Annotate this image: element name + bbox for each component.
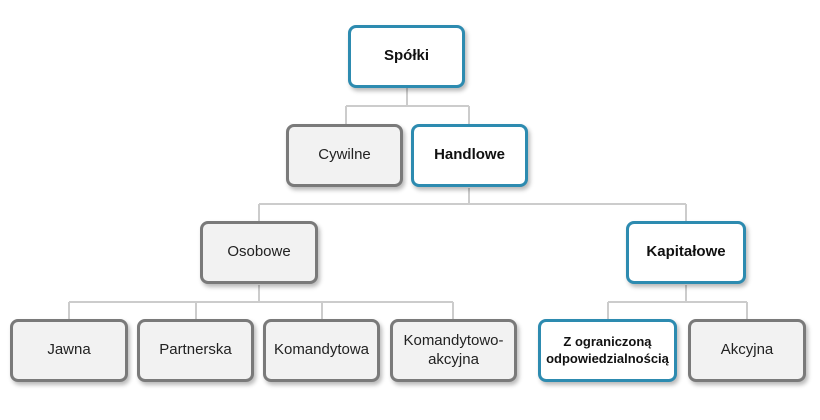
node-jawna-label: Jawna [47, 341, 91, 359]
node-spolki-label: Spółki [383, 47, 429, 65]
node-komandytowa-label: Komandytowa [273, 341, 370, 359]
node-komandytowo-akcyjna-line2: akcyjna [428, 350, 479, 368]
node-komandytowa: Komandytowa [263, 319, 380, 382]
node-partnerska-label: Partnerska [159, 341, 232, 359]
node-handlowe: Handlowe [411, 124, 528, 187]
node-komandytowo-akcyjna: Komandytowo- akcyjna [390, 319, 517, 382]
node-spolki: Spółki [348, 25, 465, 88]
node-zoo-line1: Z ograniczoną [563, 334, 652, 350]
node-komandytowo-akcyjna-line1: Komandytowo- [403, 331, 504, 349]
node-komandytowo-akcyjna-label: Komandytowo- akcyjna [403, 332, 503, 370]
node-jawna: Jawna [10, 319, 128, 382]
node-akcyjna: Akcyjna [688, 319, 806, 382]
node-handlowe-label: Handlowe [434, 146, 505, 164]
node-kapitalowe: Kapitałowe [626, 221, 746, 284]
node-cywilne-label: Cywilne [318, 146, 371, 164]
node-z-ograniczona-odpowiedzialnoscia: Z ograniczoną odpowiedzialnością [538, 319, 677, 382]
node-zoo-line2: odpowiedzialnością [546, 350, 669, 366]
node-osobowe: Osobowe [200, 221, 318, 284]
node-akcyjna-label: Akcyjna [720, 341, 774, 359]
node-osobowe-label: Osobowe [227, 243, 291, 261]
node-zoo-label: Z ograniczoną odpowiedzialnością [546, 334, 669, 367]
node-kapitalowe-label: Kapitałowe [646, 243, 726, 261]
node-partnerska: Partnerska [137, 319, 254, 382]
node-cywilne: Cywilne [286, 124, 403, 187]
